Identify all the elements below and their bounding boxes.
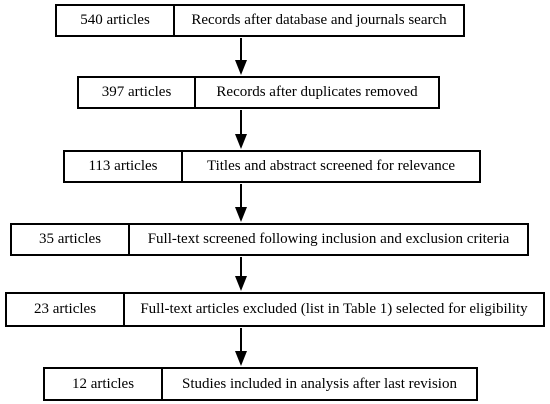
step-2-count: 397 articles	[79, 78, 196, 107]
arrow-4-head	[235, 276, 247, 291]
flow-step-5: 23 articles Full-text articles excluded …	[5, 292, 545, 327]
arrow-2-head	[235, 134, 247, 149]
step-5-label: Full-text articles excluded (list in Tab…	[140, 301, 528, 317]
flow-step-4: 35 articles Full-text screened following…	[10, 223, 529, 256]
arrow-3-head	[235, 207, 247, 222]
flow-step-3: 113 articles Titles and abstract screene…	[63, 150, 481, 183]
step-6-count: 12 articles	[45, 369, 163, 399]
step-4-count: 35 articles	[12, 225, 130, 254]
flow-step-1: 540 articles Records after database and …	[55, 4, 465, 37]
step-1-count: 540 articles	[57, 6, 175, 35]
step-2-label: Records after duplicates removed	[216, 84, 418, 100]
step-3-label: Titles and abstract screened for relevan…	[206, 158, 456, 174]
arrow-5-head	[235, 351, 247, 366]
step-1-label: Records after database and journals sear…	[191, 12, 447, 28]
arrow-1-head	[235, 60, 247, 75]
step-3-count: 113 articles	[65, 152, 183, 181]
flow-step-2: 397 articles Records after duplicates re…	[77, 76, 440, 109]
step-6-label: Studies included in analysis after last …	[182, 375, 457, 392]
flow-step-6: 12 articles Studies included in analysis…	[43, 367, 478, 401]
step-4-label: Full-text screened following inclusion a…	[147, 231, 510, 247]
step-5-count: 23 articles	[7, 294, 125, 325]
